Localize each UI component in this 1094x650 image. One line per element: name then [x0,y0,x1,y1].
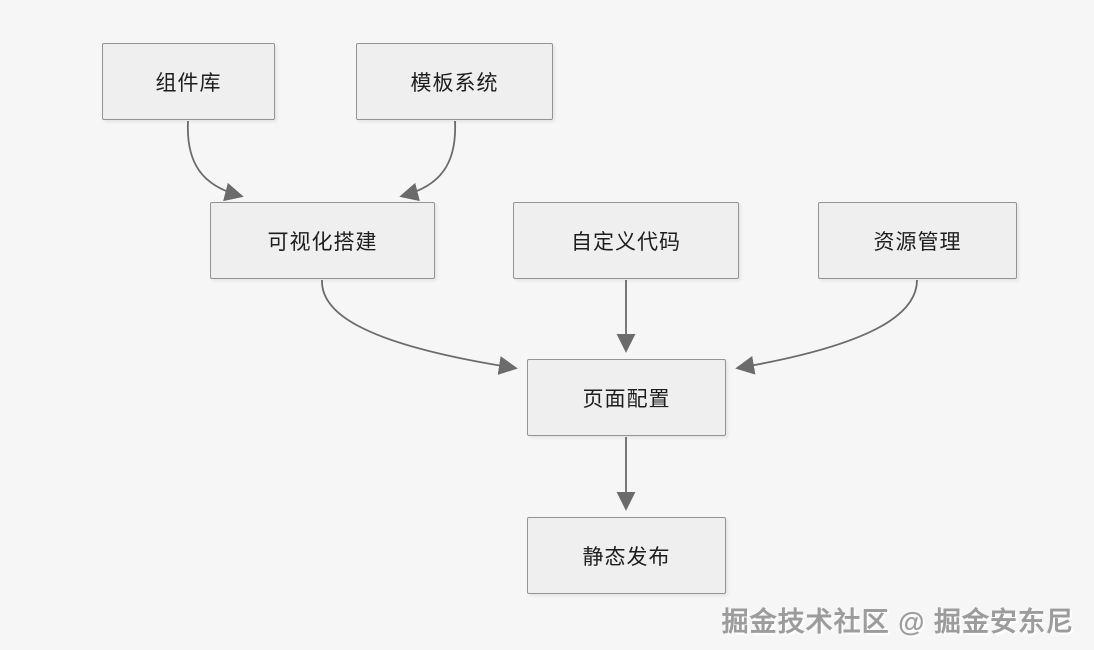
node-static-publish: 静态发布 [527,517,726,594]
node-label: 模板系统 [410,71,499,95]
node-resource-management: 资源管理 [818,202,1017,279]
node-label: 可视化搭建 [267,230,378,254]
node-custom-code: 自定义代码 [513,202,739,279]
node-template-system: 模板系统 [356,43,553,120]
edge-template-system-to-visual-builder [399,120,456,202]
node-label: 资源管理 [873,230,962,254]
node-visual-builder: 可视化搭建 [210,202,435,279]
node-label: 页面配置 [582,387,671,411]
edge-resource-management-to-page-config [735,279,918,375]
node-label: 静态发布 [582,545,671,569]
node-component-library: 组件库 [102,43,275,120]
node-label: 组件库 [155,71,222,95]
edge-component-library-to-visual-builder [187,120,244,202]
node-label: 自定义代码 [571,230,681,254]
watermark-text: 掘金技术社区 @ 掘金安东尼 [721,607,1074,637]
node-page-config: 页面配置 [527,359,726,436]
edge-visual-builder-to-page-config [321,279,518,375]
